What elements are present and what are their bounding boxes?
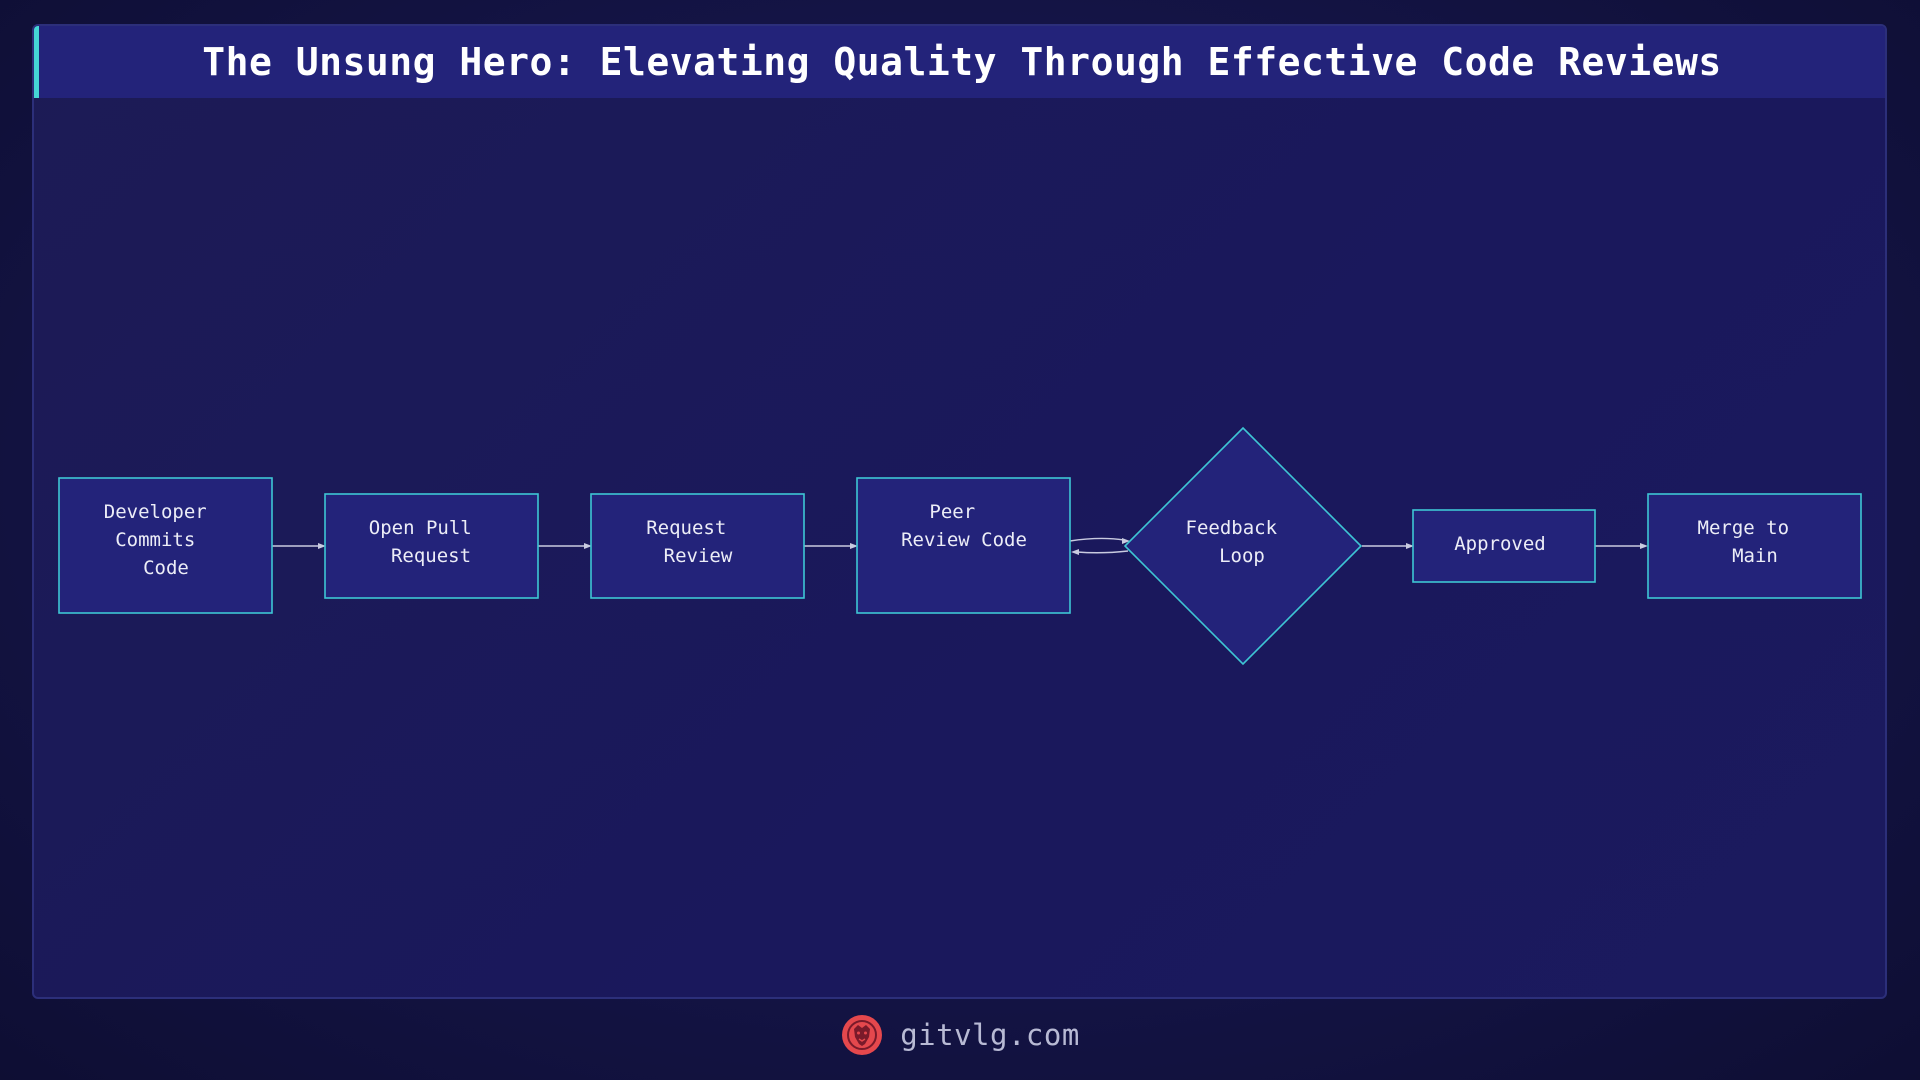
node-box	[58, 477, 273, 614]
site-domain: gitvlg.com	[900, 1018, 1080, 1052]
node-label: Developer Commits Code	[104, 501, 218, 579]
lion-head-icon	[842, 1015, 883, 1055]
node-peer-review-code: Peer Review Code	[856, 477, 1071, 614]
node-box	[1412, 509, 1596, 583]
node-request-review: Request Review	[590, 493, 805, 599]
footer: gitvlg.com	[0, 1010, 1920, 1060]
node-box	[324, 493, 539, 599]
arrowhead	[584, 543, 592, 549]
node-approved: Approved	[1412, 509, 1596, 583]
node-open-pull-request: Open Pull Request	[324, 493, 539, 599]
node-feedback-loop: Feedback Loop	[1123, 426, 1363, 666]
title-bar: The Unsung Hero: Elevating Quality Throu…	[34, 26, 1885, 98]
arrowhead	[1122, 538, 1130, 544]
node-box	[1647, 493, 1862, 599]
node-label: Merge to Main	[1698, 517, 1801, 567]
node-developer-commits-code: Developer Commits Code	[58, 477, 273, 614]
node-label: Peer Review Code	[901, 501, 1027, 551]
arrowhead	[850, 543, 858, 549]
arrowhead	[318, 543, 326, 549]
node-label: Request Review	[646, 517, 738, 567]
node-label: Open Pull Request	[369, 517, 483, 567]
edges	[272, 537, 1648, 555]
node-merge-to-main: Merge to Main	[1647, 493, 1862, 599]
decision-diamond	[1123, 426, 1363, 666]
arrowhead	[1406, 543, 1414, 549]
node-box	[856, 477, 1071, 614]
arrowhead	[1071, 549, 1079, 555]
node-label: Approved	[1454, 533, 1546, 555]
arrowhead	[1640, 543, 1648, 549]
page-title: The Unsung Hero: Elevating Quality Throu…	[202, 40, 1722, 84]
node-label: Feedback Loop	[1186, 517, 1289, 567]
edge-peer-review-to-feedback	[1069, 537, 1125, 542]
node-box	[590, 493, 805, 599]
edge-feedback-to-peer-review	[1076, 550, 1129, 554]
